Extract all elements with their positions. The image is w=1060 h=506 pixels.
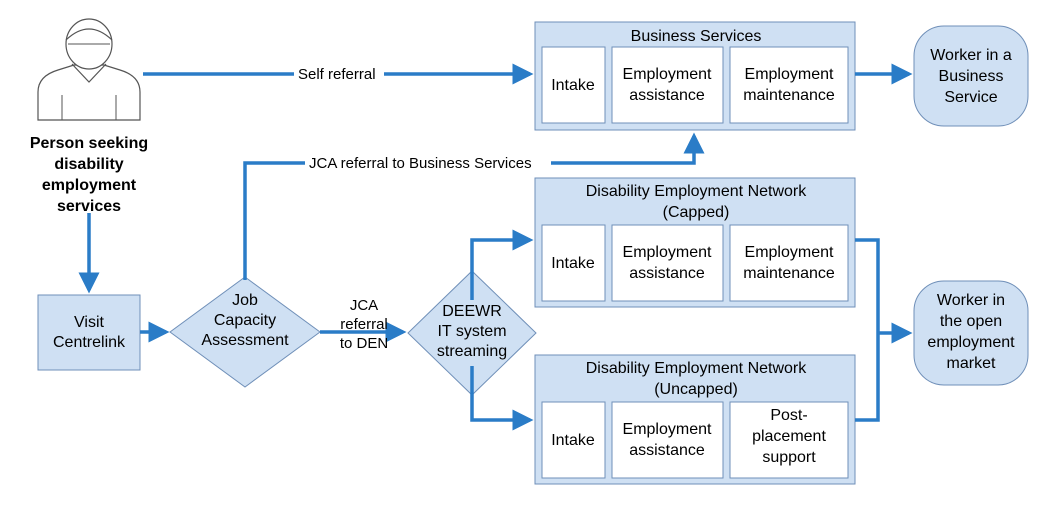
text-line: support: [762, 449, 816, 466]
text-line: Person seeking: [30, 135, 148, 152]
text-line: assistance: [629, 87, 705, 104]
den-uncapped-employment-assistance-step: [611, 401, 724, 479]
den-capped-employment-assistance-label: Employment assistance: [623, 244, 712, 282]
text-line: Intake: [551, 77, 595, 94]
text-line: (Uncapped): [654, 381, 738, 398]
text-line: employment: [42, 177, 137, 194]
business-employment-maintenance-step: [729, 46, 849, 124]
den-uncapped-intake-label: Intake: [551, 432, 595, 449]
text-line: Service: [944, 89, 997, 106]
text-line: (Capped): [663, 204, 730, 221]
text-line: disability: [54, 156, 123, 173]
text-line: Business: [939, 68, 1004, 85]
text-line: employment: [927, 334, 1015, 351]
visit-centrelink-box: [37, 294, 141, 371]
worker-business-service-oval: [913, 25, 1029, 127]
job-capacity-assessment-diamond: [169, 276, 321, 388]
text-line: Centrelink: [53, 334, 126, 351]
person-icon: [37, 18, 141, 121]
den-uncapped-title: Disability Employment Network (Uncapped): [586, 360, 808, 398]
text-line: DEEWR: [442, 303, 502, 320]
text-line: Employment: [745, 66, 834, 83]
person-label: Person seeking disability employment servic…: [30, 135, 148, 215]
jca-business-label: JCA referral to Business Services: [309, 155, 532, 172]
text-line: maintenance: [743, 87, 835, 104]
business-intake-label: Intake: [551, 77, 595, 94]
business-employment-assistance-label: Employment assistance: [623, 66, 712, 104]
text-line: Employment: [623, 244, 712, 261]
text-line: Job: [232, 292, 258, 309]
text-line: referral: [340, 316, 388, 333]
text-line: JCA: [350, 297, 378, 314]
text-line: Assessment: [201, 332, 289, 349]
text-line: Capacity: [214, 312, 276, 329]
text-line: to DEN: [340, 335, 388, 352]
text-line: services: [57, 198, 121, 215]
text-line: maintenance: [743, 265, 835, 282]
deewr-to-den-capped-arrow: [470, 229, 534, 300]
text-line: market: [947, 355, 996, 372]
text-line: Worker in: [937, 292, 1005, 309]
business-employment-maintenance-label: Employment maintenance: [743, 66, 835, 104]
deewr-to-den-uncapped-arrow: [470, 366, 534, 431]
text-line: Visit: [74, 314, 104, 331]
text-line: Worker in a: [930, 47, 1012, 64]
business-employment-assistance-step: [611, 46, 724, 124]
den-capped-employment-assistance-step: [611, 224, 724, 302]
self-referral-label-bg: [294, 64, 384, 84]
text-line: Disability Employment Network: [586, 360, 808, 377]
text-line: IT system: [437, 323, 506, 340]
worker-open-market-oval: [913, 280, 1029, 386]
den-uncapped-post-placement-support-step: [729, 401, 849, 479]
text-line: Intake: [551, 255, 595, 272]
den-uncapped-post-placement-support-label: Post-placement support: [752, 407, 826, 466]
text-line: Post-: [770, 407, 807, 424]
text-line: Employment: [745, 244, 834, 261]
den-capped-intake-label: Intake: [551, 255, 595, 272]
den-capped-title: Disability Employment Network (Capped): [586, 183, 808, 221]
text-line: the open: [940, 313, 1002, 330]
deewr-streaming-label: DEEWR IT system streaming: [437, 303, 507, 360]
den-uncapped-employment-assistance-label: Employment assistance: [623, 421, 712, 459]
text-line: placement: [752, 428, 826, 445]
worker-open-market-label: Worker in the open employment market: [927, 292, 1015, 372]
text-line: assistance: [629, 442, 705, 459]
den-capped-employment-maintenance-step: [729, 224, 849, 302]
jca-business-label-bg: [305, 153, 551, 173]
text-line: Employment: [623, 421, 712, 438]
den-capped-intake-step: [541, 224, 606, 302]
business-intake-step: [541, 46, 606, 124]
den-uncapped-intake-step: [541, 401, 606, 479]
den-merge-connector: [855, 238, 880, 422]
text-line: streaming: [437, 343, 507, 360]
self-referral-label: Self referral: [298, 66, 376, 83]
text-line: assistance: [629, 265, 705, 282]
business-services-title: Business Services: [631, 28, 762, 45]
text-line: Employment: [623, 66, 712, 83]
den-capped-employment-maintenance-label: Employment maintenance: [743, 244, 835, 282]
text-line: Intake: [551, 432, 595, 449]
jca-den-label: JCA referral to DEN: [340, 297, 388, 352]
text-line: Disability Employment Network: [586, 183, 808, 200]
